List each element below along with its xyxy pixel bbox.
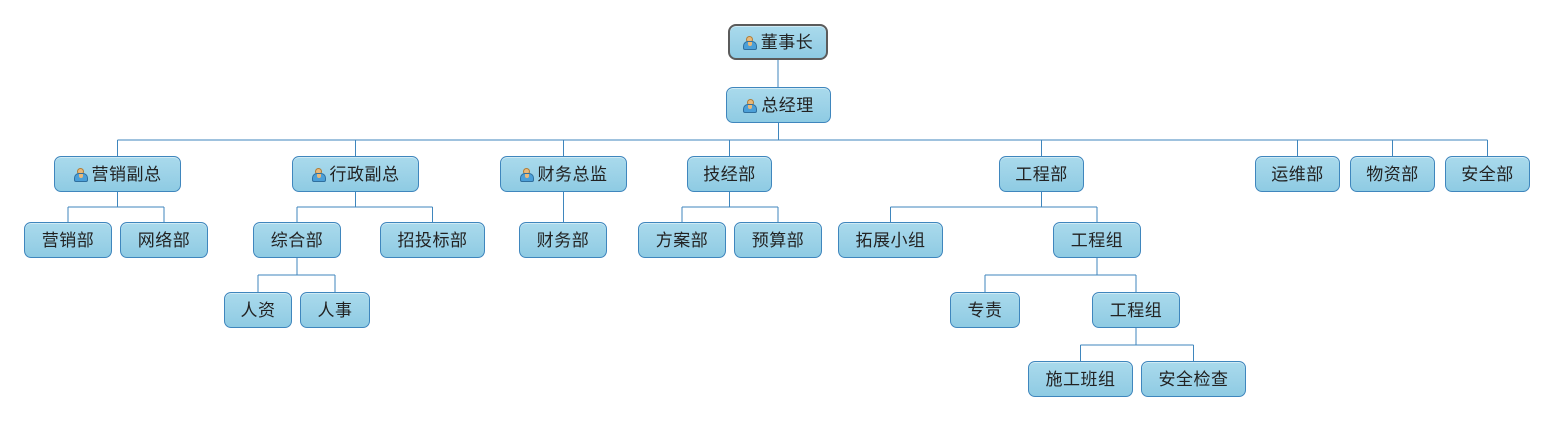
org-node-label: 营销部 [41,230,95,250]
org-node-n24[interactable]: 安全检查 [1141,361,1246,397]
org-node-label: 工程组 [1109,300,1163,320]
org-node-n21[interactable]: 专责 [950,292,1020,328]
org-node-label: 总经理 [761,95,814,115]
org-node-label: 物资部 [1366,164,1419,184]
org-node-n0[interactable]: 董事长 [728,24,828,60]
org-node-label: 技经部 [703,164,756,184]
org-node-n23[interactable]: 施工班组 [1028,361,1133,397]
org-node-n13[interactable]: 招投标部 [380,222,485,258]
person-icon [73,167,88,182]
org-node-n2[interactable]: 营销副总 [54,156,181,192]
org-node-n15[interactable]: 方案部 [638,222,726,258]
org-node-n1[interactable]: 总经理 [726,87,831,123]
org-node-label: 工程组 [1070,230,1124,250]
org-node-n19[interactable]: 人资 [224,292,292,328]
org-node-label: 人事 [317,300,353,320]
org-node-label: 财务部 [536,230,590,250]
org-node-label: 行政副总 [329,164,400,184]
org-node-label: 施工班组 [1045,369,1116,389]
person-icon [311,167,326,182]
org-node-label: 安全检查 [1158,369,1229,389]
org-node-label: 营销副总 [91,164,162,184]
org-node-n7[interactable]: 运维部 [1255,156,1340,192]
org-node-n17[interactable]: 拓展小组 [838,222,943,258]
org-node-label: 董事长 [760,32,814,52]
org-node-n18[interactable]: 工程组 [1053,222,1141,258]
org-node-n4[interactable]: 财务总监 [500,156,627,192]
org-node-n6[interactable]: 工程部 [999,156,1084,192]
person-icon [743,98,758,113]
org-node-label: 预算部 [751,230,805,250]
org-node-label: 专责 [967,300,1003,320]
org-node-label: 网络部 [137,230,191,250]
org-node-label: 拓展小组 [855,230,926,250]
org-node-label: 人资 [240,300,276,320]
org-node-n16[interactable]: 预算部 [734,222,822,258]
org-node-n10[interactable]: 营销部 [24,222,112,258]
org-node-n11[interactable]: 网络部 [120,222,208,258]
org-node-label: 综合部 [270,230,324,250]
org-node-n22[interactable]: 工程组 [1092,292,1180,328]
person-icon [742,35,757,50]
org-node-n3[interactable]: 行政副总 [292,156,419,192]
org-node-label: 招投标部 [397,230,468,250]
org-node-n8[interactable]: 物资部 [1350,156,1435,192]
person-icon [519,167,534,182]
org-node-label: 方案部 [655,230,709,250]
org-node-label: 工程部 [1015,164,1068,184]
org-node-n12[interactable]: 综合部 [253,222,341,258]
org-node-label: 安全部 [1461,164,1514,184]
org-node-label: 财务总监 [537,164,608,184]
org-node-label: 运维部 [1271,164,1324,184]
org-node-n9[interactable]: 安全部 [1445,156,1530,192]
org-node-n20[interactable]: 人事 [300,292,370,328]
org-node-n5[interactable]: 技经部 [687,156,772,192]
org-node-n14[interactable]: 财务部 [519,222,607,258]
